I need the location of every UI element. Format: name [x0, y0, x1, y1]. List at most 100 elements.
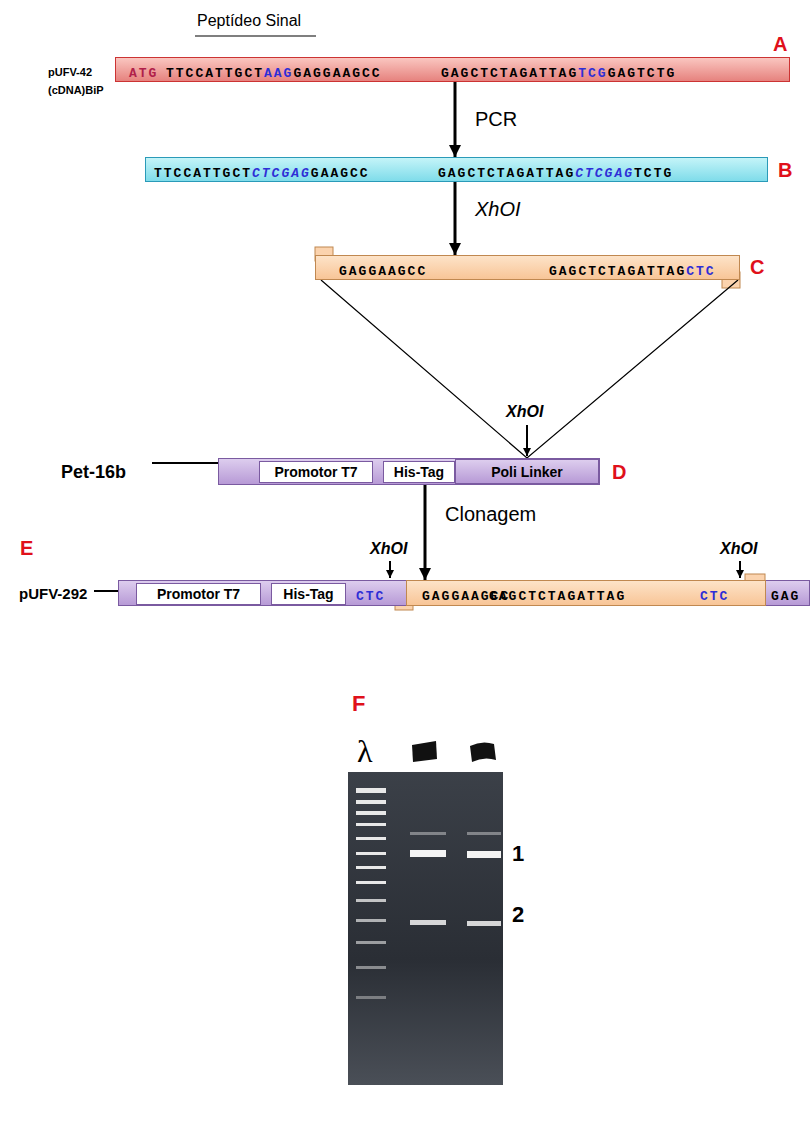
band [467, 851, 501, 858]
enzyme-label: XhOI [506, 403, 543, 421]
box-text: Promotor T7 [157, 585, 240, 603]
panel-letter: E [20, 537, 33, 559]
plasmid-name: pUFV-42 (cDNA)BiP [48, 66, 104, 96]
step-label: PCR [475, 108, 517, 130]
dna-sequence: ATG [129, 66, 158, 81]
band [356, 800, 386, 804]
band [467, 832, 501, 835]
tag-box: His-Tag [271, 583, 346, 605]
dna-sequence: GAAGCC [311, 166, 370, 181]
panel-letter: A [773, 33, 787, 55]
plasmid-name: Pet-16b [61, 462, 126, 483]
plasmid-name: pUFV-42 (cDNA)BiP [48, 62, 112, 98]
band [356, 941, 386, 944]
band [410, 850, 446, 857]
sequence-text: GAGCTCTAGATTAG [489, 586, 626, 604]
sequence-text: TTCCATTGCTAAGGAGGAAGCC [166, 63, 382, 81]
step-label: XhOI [475, 198, 521, 220]
sequence-text: GAGCTCTAGATTAGTCGGAGTCTG [441, 63, 676, 81]
dna-sequence: GAGTCTG [608, 66, 677, 81]
element-name: His-Tag [283, 586, 333, 602]
element-name: Promotor T7 [274, 464, 357, 480]
box-text: His-Tag [394, 463, 444, 481]
dna-sequence: CTCGAG [575, 166, 634, 181]
plasmid-name: pUFV-292 [19, 585, 87, 603]
sample-bands [410, 832, 501, 926]
sequence-text: TTCCATTGCTCTCGAGGAAGCC [154, 163, 370, 181]
band [356, 881, 386, 884]
sequence-text: CTC [356, 586, 385, 604]
band [356, 919, 386, 922]
band-number: 2 [512, 903, 524, 927]
dna-sequence: CTC [686, 264, 715, 279]
dna-sequence: CTC [356, 589, 385, 604]
band [356, 811, 386, 815]
plasmid-name: Pet-16b [61, 462, 126, 482]
sequence-text: GAGCTCTAGATTAGCTC [549, 261, 716, 279]
lane-marker [412, 741, 437, 762]
site-arrow [526, 425, 528, 456]
vector-bar: Promotor T7His-TagPoli LinkerPet-16b [218, 458, 600, 485]
recombinant-plasmid-bar: Promotor T7His-TagGAGGAAGCCGAGCTCTAGATTA… [118, 580, 810, 606]
lane-label: λ [357, 734, 373, 769]
lane-marker [470, 742, 496, 762]
dna-sequence: GAGCTCTAGATTAG [438, 166, 575, 181]
insert-box: GAGGAAGCCGAGCTCTAGATTAGCTC [406, 580, 766, 606]
leader-line [152, 462, 218, 464]
sequence-text: GAG [771, 586, 800, 604]
dna-sequence: AAG [264, 66, 293, 81]
dna-sequence: GAGGAAGCC [339, 264, 427, 279]
gel-ground [348, 772, 503, 1085]
band [356, 966, 386, 969]
dna-sequence: CTC [700, 589, 729, 604]
panel-letter: B [778, 159, 792, 181]
plasmid-name: pUFV-292 [19, 585, 87, 602]
dna-sequence: TCG [578, 66, 607, 81]
dna-sequence: GAGGAAGCC [293, 66, 381, 81]
sequence-text: CTC [700, 586, 729, 604]
leader-line [94, 590, 118, 592]
region-label: Peptídeo Sinal [197, 12, 301, 30]
gel-image [348, 741, 503, 1085]
process-arrow [424, 485, 427, 580]
promoter-box: Promotor T7 [136, 583, 261, 605]
dna-sequence: TTCCATTGCT [166, 66, 264, 81]
insert-guide [321, 280, 738, 458]
dna-sequence: GAG [771, 589, 800, 604]
band [467, 921, 501, 926]
panel-letter: F [352, 692, 365, 716]
dna-sequence: CTCGAG [252, 166, 311, 181]
band [410, 920, 446, 925]
process-arrow [454, 82, 457, 157]
element-name: Promotor T7 [157, 586, 240, 602]
dna-sequence: TCTG [634, 166, 673, 181]
panel-letter: C [750, 256, 764, 278]
band [356, 823, 386, 826]
band [356, 852, 386, 855]
site-arrow [739, 561, 741, 578]
band [356, 996, 386, 999]
insert-bar: GAGGAAGCC GAGCTCTAGATTAGCTC [315, 255, 740, 280]
element-name: Poli Linker [491, 464, 563, 480]
linker-box: Poli Linker [455, 459, 599, 484]
step-label: Clonagem [445, 503, 536, 525]
sequence-text: GAGGAAGCC [339, 261, 427, 279]
sequence-text: GAGCTCTAGATTAGCTCGAGTCTG [438, 163, 673, 181]
band-number: 1 [512, 842, 524, 866]
dna-sequence: GAGCTCTAGATTAG [441, 66, 578, 81]
panel-letter: D [612, 461, 626, 483]
band [356, 788, 386, 793]
dna-sequence: GAGCTCTAGATTAG [489, 589, 626, 604]
process-arrow [454, 182, 457, 255]
site-arrow [389, 561, 391, 578]
box-text: His-Tag [283, 585, 333, 603]
pcr-product-bar: TTCCATTGCTCTCGAGGAAGCCGAGCTCTAGATTAGCTCG… [145, 157, 768, 182]
box-text: Poli Linker [491, 463, 563, 481]
promoter-box: Promotor T7 [259, 461, 373, 483]
sequence-text: ATG [129, 63, 158, 81]
box-text: Promotor T7 [274, 463, 357, 481]
band [356, 837, 386, 840]
band [410, 832, 446, 835]
enzyme-label: XhOI [370, 540, 407, 558]
element-name: His-Tag [394, 464, 444, 480]
